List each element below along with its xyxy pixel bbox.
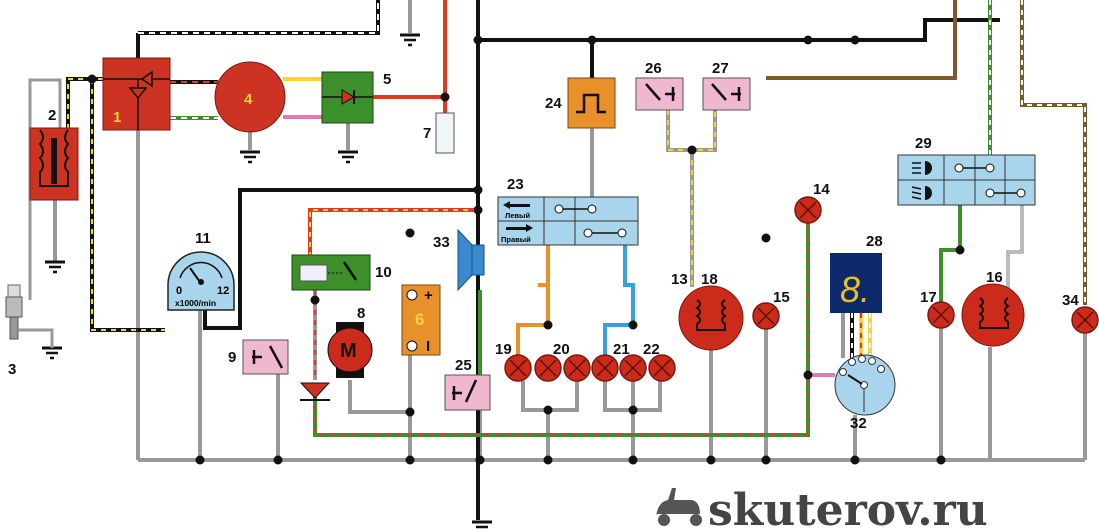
component-number: 14 [813,181,830,198]
gear-indicator-28: 8. 28 [830,233,883,313]
ignition-coil-2: 2 [29,107,79,201]
component-number: 26 [645,60,662,77]
component-number: 10 [375,264,392,281]
component-number: 22 [643,341,660,358]
ground-icon [40,346,64,360]
tachometer-11: 0 12 x1000/min 11 [167,230,235,311]
component-number: 5 [383,71,391,88]
lamp-icon [794,196,822,224]
tach-unit: x1000/min [175,298,216,308]
gear-sensor-32: 32 [834,354,896,432]
lamp-34: 34 [1062,292,1099,334]
lamp-icon [648,354,676,382]
component-number: 13 [671,271,688,288]
component-number: 34 [1062,292,1079,309]
lamp-icon [619,354,647,382]
headlight-16: 16 [961,269,1025,347]
turn-right-label: Правый [501,235,531,244]
component-number: 24 [545,95,562,112]
gear-digit: 8. [840,269,870,310]
voltage-regulator-5: 5 [321,71,391,124]
lamp-icon [752,302,780,330]
starter-motor-8: M 8 [327,305,373,378]
component-number: 25 [455,357,472,374]
switch-9: 9 [228,339,289,375]
component-number: 18 [701,271,718,288]
lamp-icon [591,354,619,382]
component-number: 9 [228,349,236,366]
wires [66,0,1087,520]
fuse-7: 7 [423,112,455,154]
component-number: 2 [48,107,56,124]
component-number: 3 [8,361,16,378]
turn-relay-24: 24 [545,77,616,129]
component-number: 1 [113,109,121,126]
lamp-icon [563,354,591,382]
component-number: 8 [357,305,365,322]
tach-max: 12 [217,285,229,297]
battery-6: + I 6 [401,284,441,356]
component-number: 21 [613,341,630,358]
horn-33: 33 [433,228,485,292]
component-number: 17 [920,289,937,306]
low-beam-icon [911,186,932,200]
lamp-14: 14 [794,181,830,224]
component-number: 16 [986,269,1003,286]
tail-lamp-13-18: 13 18 [671,271,744,351]
brake-switch-27: 27 [702,60,751,111]
component-number: 11 [195,230,211,247]
scooter-icon [656,488,702,526]
ground-bus [28,78,1087,462]
component-number: 33 [433,234,450,251]
component-number: 29 [915,135,932,152]
component-number: 15 [773,289,790,306]
battery-minus: I [426,338,430,355]
component-number: 6 [415,310,424,329]
ground-icon [238,150,262,164]
lamp-icon [534,354,562,382]
component-number: 27 [712,60,729,77]
component-number: 7 [423,125,431,142]
turn-left-label: Левый [505,211,530,220]
component-number: 28 [866,233,883,250]
spark-plug-3: 3 [5,284,54,378]
ground-icon [398,33,422,47]
ground-icon [470,520,494,529]
brake-switch-26: 26 [635,60,684,111]
lamp-15: 15 [752,289,790,330]
motor-symbol: M [340,340,357,362]
high-beam-icon [912,161,932,175]
lamp-icon [504,354,532,382]
component-number: 19 [495,341,512,358]
light-switch-29[interactable]: 29 [897,135,1036,206]
lamp-17: 17 [920,289,955,329]
battery-plus: + [424,287,433,304]
watermark-text: skuterov.ru [708,485,988,529]
component-number: 23 [507,176,524,193]
tach-min: 0 [176,285,182,297]
turn-lamps: 19 20 21 22 [495,341,676,382]
ignition-commutator-1: 1 [102,57,171,131]
watermark: skuterov.ru [656,485,988,529]
ground-icon [43,260,67,274]
generator-4: 4 [214,61,286,133]
turn-signal-switch-23[interactable]: Левый Правый 23 [497,176,639,246]
diode-icon [299,382,331,401]
junction-dots [87,35,965,465]
starter-relay-10: 10 [291,254,392,291]
component-number: 4 [244,91,253,108]
ground-icon [336,150,360,164]
horn-button-25: 25 [444,357,491,411]
component-number: 20 [553,341,570,358]
lamp-icon [1071,306,1099,334]
component-number: 32 [850,415,867,432]
